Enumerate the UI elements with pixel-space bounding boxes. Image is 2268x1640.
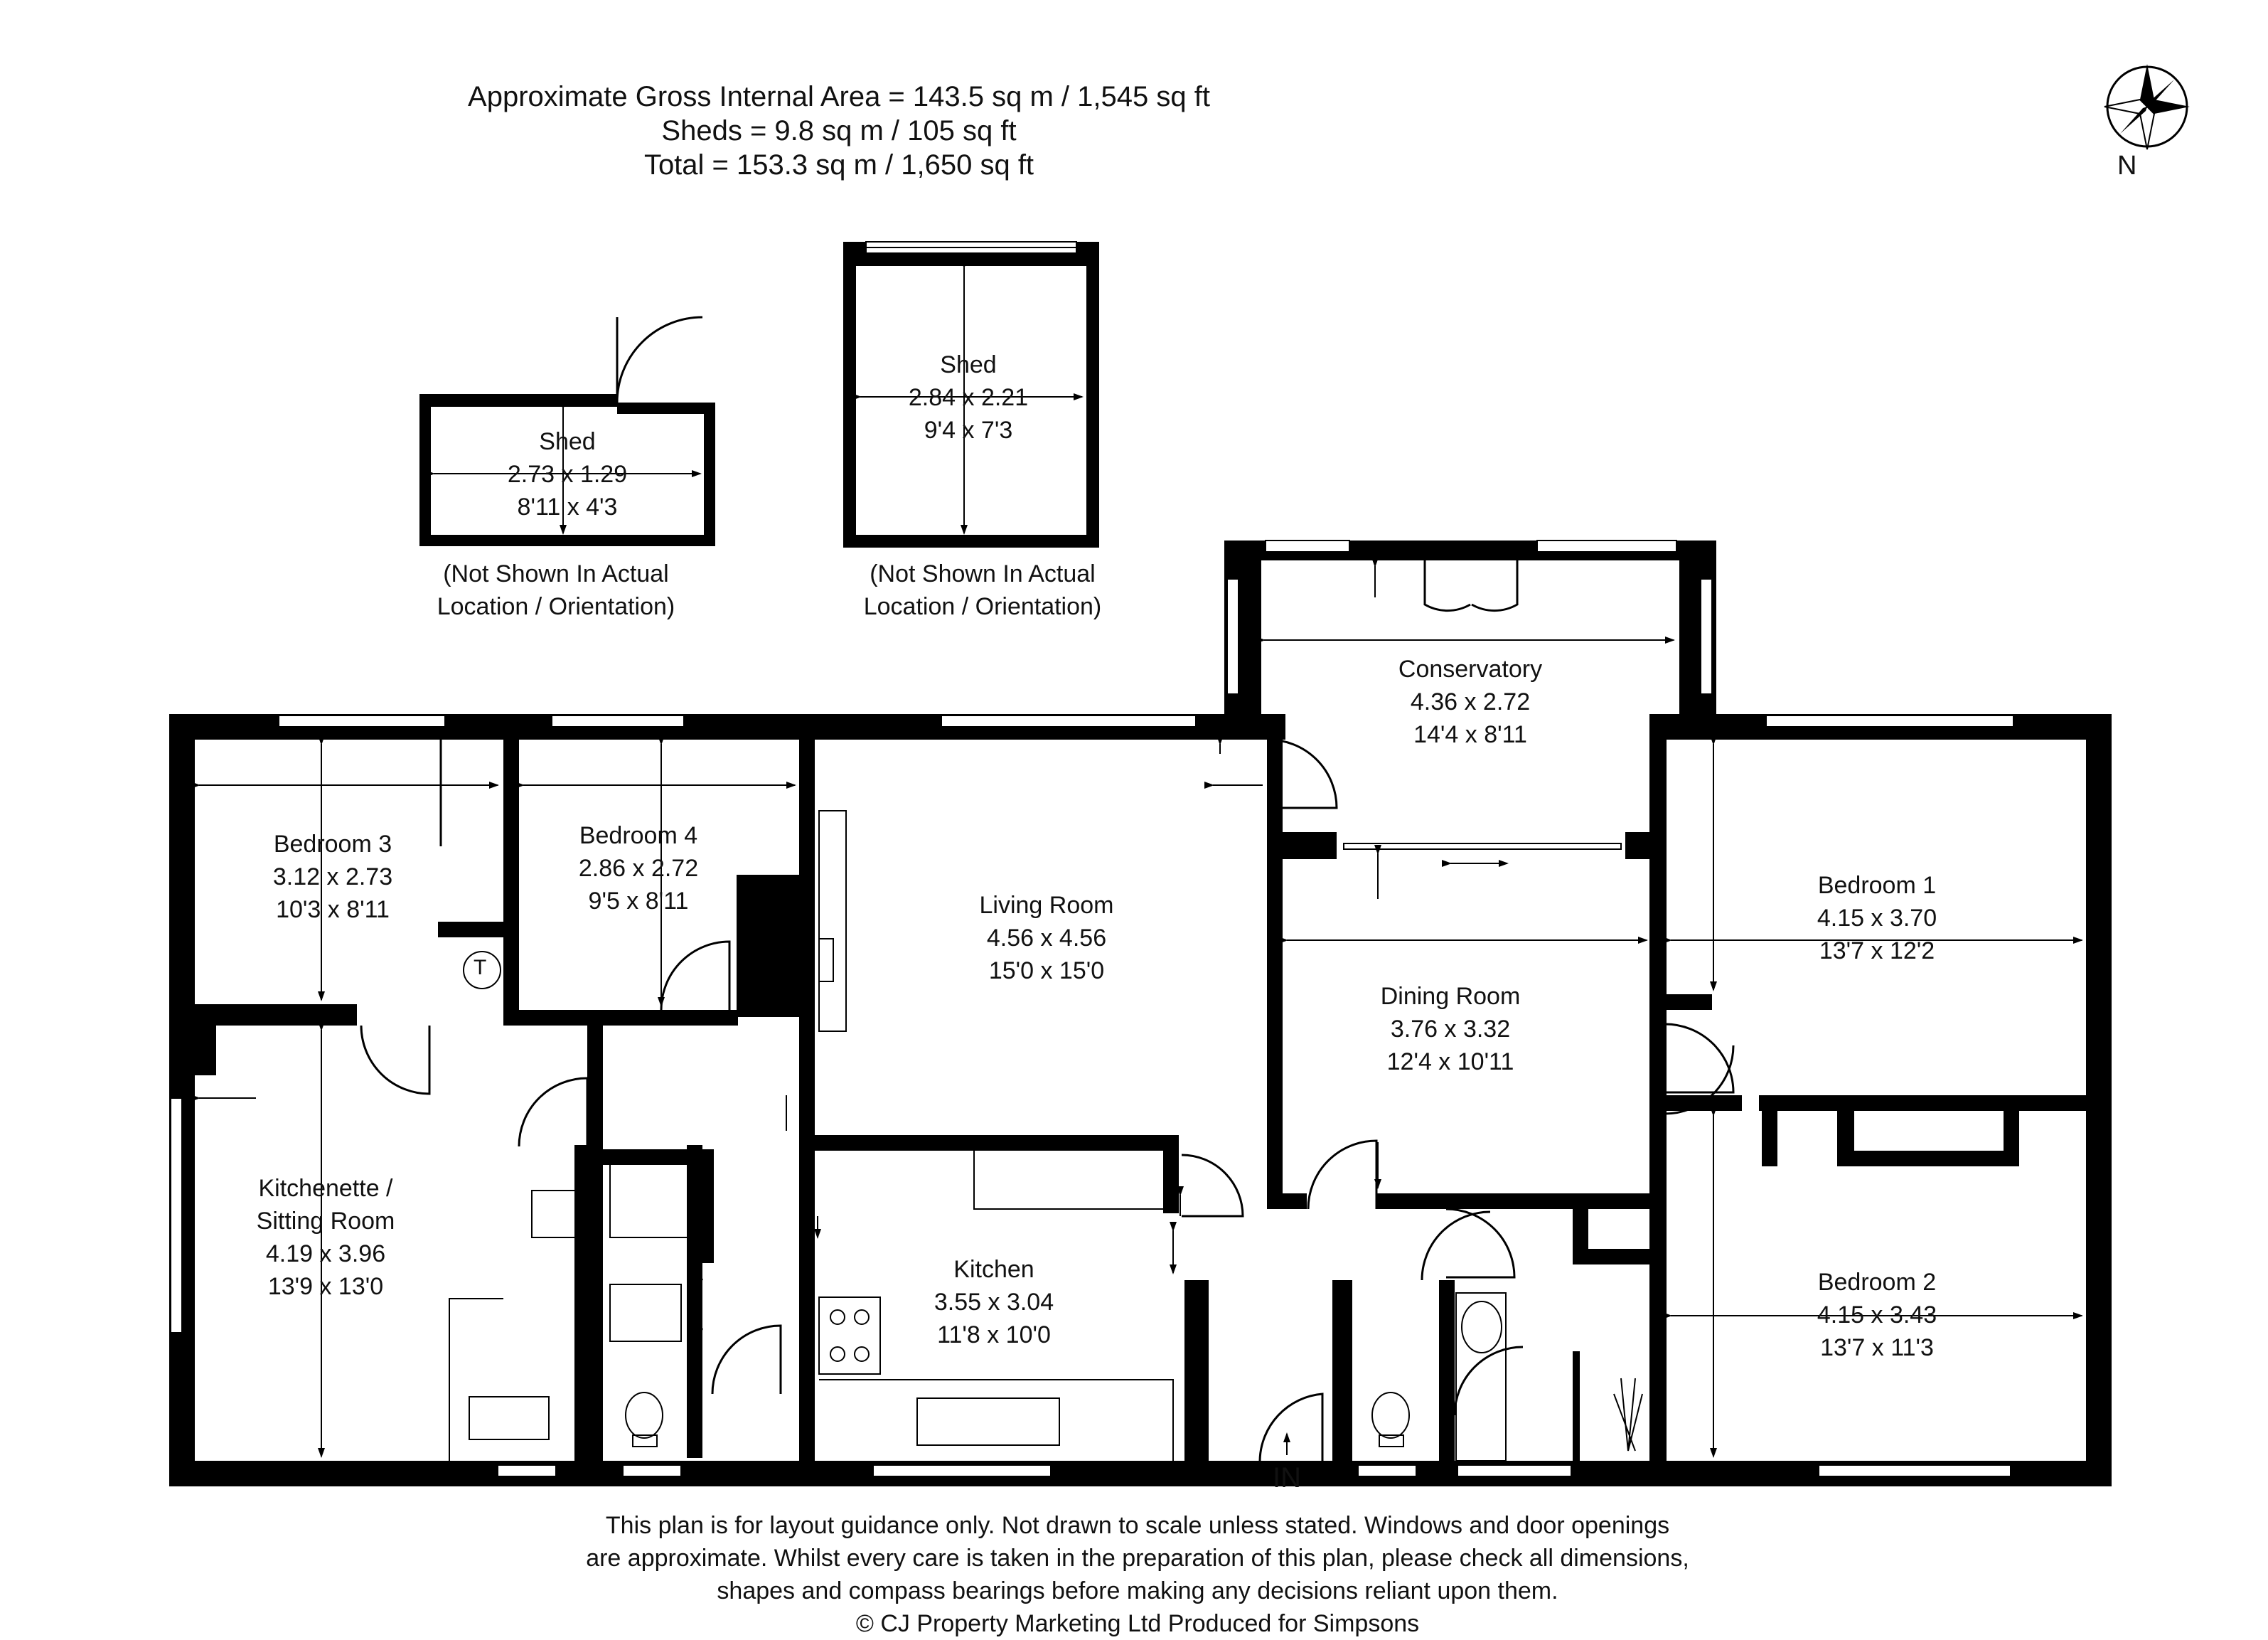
room-metric: 4.15 x 3.70	[1817, 905, 1937, 932]
room-imperial: 10'3 x 8'11	[276, 896, 390, 923]
room-imperial: 12'4 x 10'11	[1386, 1048, 1514, 1075]
shed-2-note: (Not Shown In Actual Location / Orientat…	[864, 558, 1102, 623]
room-metric: 4.36 x 2.72	[1410, 688, 1531, 715]
room-bedroom-1: Bedroom 1 4.15 x 3.70 13'7 x 12'2	[1817, 869, 1937, 967]
room-bedroom-3: Bedroom 3 3.12 x 2.73 10'3 x 8'11	[273, 828, 392, 926]
room-name: Bedroom 3	[273, 831, 392, 858]
room-imperial: 13'7 x 11'3	[1820, 1334, 1934, 1361]
entrance-label: IN	[1273, 1462, 1301, 1493]
room-imperial: 13'7 x 12'2	[1819, 937, 1935, 964]
room-name: Bedroom 4	[579, 822, 698, 849]
room-imperial: 15'0 x 15'0	[988, 957, 1105, 984]
room-metric: 3.76 x 3.32	[1390, 1016, 1511, 1043]
total-area-text: Total = 153.3 sq m / 1,650 sq ft	[643, 149, 1034, 181]
room-name: Dining Room	[1380, 983, 1521, 1010]
dimension-arrows	[191, 558, 2083, 1458]
shed-1-imperial: 8'11 x 4'3	[517, 494, 618, 521]
room-conservatory: Conservatory 4.36 x 2.72 14'4 x 8'11	[1398, 653, 1542, 751]
compass-north-label: N	[2117, 151, 2137, 181]
kitchen-sink	[916, 1397, 1060, 1446]
shed-1-note-line1: (Not Shown In Actual	[443, 560, 669, 587]
room-name: Living Room	[979, 892, 1114, 919]
room-name: Kitchenette /	[258, 1175, 393, 1202]
shed-1-label: Shed 2.73 x 1.29 8'11 x 4'3	[508, 425, 627, 523]
bathroom-sink	[609, 1284, 682, 1342]
kitchenette-sink	[469, 1396, 550, 1440]
shed-2-note-line1: (Not Shown In Actual	[870, 560, 1096, 587]
shed-2-metric: 2.84 x 2.21	[908, 384, 1029, 411]
compass-rose-icon	[2104, 64, 2190, 150]
room-living-room: Living Room 4.56 x 4.56 15'0 x 15'0	[980, 889, 1114, 987]
gross-area-text: Approximate Gross Internal Area = 143.5 …	[468, 81, 1210, 112]
shed-2-name: Shed	[940, 351, 997, 378]
disclaimer-line-3: shapes and compass bearings before makin…	[717, 1577, 1558, 1604]
shed-1-name: Shed	[539, 428, 596, 455]
shed-2-imperial: 9'4 x 7'3	[924, 417, 1013, 444]
fixtures	[449, 810, 1643, 1461]
disclaimer-line-1: This plan is for layout guidance only. N…	[605, 1512, 1670, 1539]
room-name: Bedroom 1	[1817, 872, 1937, 899]
shed-1-metric: 2.73 x 1.29	[507, 461, 628, 488]
toilet	[625, 1392, 663, 1439]
room-name: Kitchen	[953, 1256, 1034, 1283]
room-bedroom-4: Bedroom 4 2.86 x 2.72 9'5 x 8'11	[579, 819, 698, 917]
hob	[818, 1296, 881, 1375]
room-metric: 4.19 x 3.96	[265, 1240, 386, 1267]
room-imperial: 13'9 x 13'0	[267, 1273, 384, 1300]
room-bedroom-2: Bedroom 2 4.15 x 3.43 13'7 x 11'3	[1817, 1266, 1937, 1364]
room-imperial: 11'8 x 10'0	[937, 1321, 1051, 1348]
room-metric: 4.15 x 3.43	[1817, 1301, 1937, 1328]
room-metric: 3.55 x 3.04	[934, 1289, 1054, 1316]
room-kitchen: Kitchen 3.55 x 3.04 11'8 x 10'0	[934, 1253, 1054, 1351]
room-imperial: 9'5 x 8'11	[588, 888, 689, 915]
room-metric: 2.86 x 2.72	[578, 855, 699, 882]
shed-2-outline	[843, 241, 1099, 548]
shed-2-label: Shed 2.84 x 2.21 9'4 x 7'3	[909, 348, 1028, 447]
shower-tray	[609, 1161, 695, 1238]
shed-1-outline	[419, 316, 715, 546]
shed-1-note: (Not Shown In Actual Location / Orientat…	[437, 558, 675, 623]
copyright-line: © CJ Property Marketing Ltd Produced for…	[855, 1610, 1420, 1637]
room-dining-room: Dining Room 3.76 x 3.32 12'4 x 10'11	[1381, 980, 1521, 1078]
shed-2-note-line2: Location / Orientation)	[863, 593, 1102, 620]
room-metric: 3.12 x 2.73	[272, 863, 393, 890]
water-tank	[463, 951, 501, 989]
room-name: Conservatory	[1398, 656, 1543, 683]
room-imperial: 14'4 x 8'11	[1413, 721, 1527, 748]
water-tank-symbol: T	[474, 956, 487, 979]
shed-1-note-line2: Location / Orientation)	[437, 593, 675, 620]
room-kitchenette-sitting: Kitchenette / Sitting Room 4.19 x 3.96 1…	[257, 1172, 395, 1303]
room-metric: 4.56 x 4.56	[986, 925, 1107, 952]
room-name: Bedroom 2	[1817, 1269, 1937, 1296]
disclaimer-line-2: are approximate. Whilst every care is ta…	[586, 1545, 1689, 1572]
windows	[170, 540, 2014, 1477]
room-name-line2: Sitting Room	[256, 1208, 395, 1235]
sheds-area-text: Sheds = 9.8 sq m / 105 sq ft	[661, 115, 1017, 147]
